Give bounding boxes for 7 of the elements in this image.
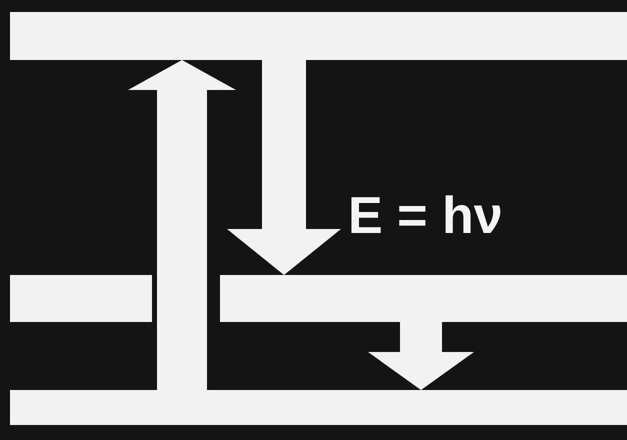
energy-level-bar — [10, 12, 627, 60]
energy-formula: E = hν — [348, 186, 503, 246]
arrow — [227, 60, 341, 275]
energy-level-bar — [10, 390, 627, 425]
energy-level-bar — [10, 275, 627, 322]
arrow — [128, 60, 236, 390]
arrow — [368, 322, 474, 390]
